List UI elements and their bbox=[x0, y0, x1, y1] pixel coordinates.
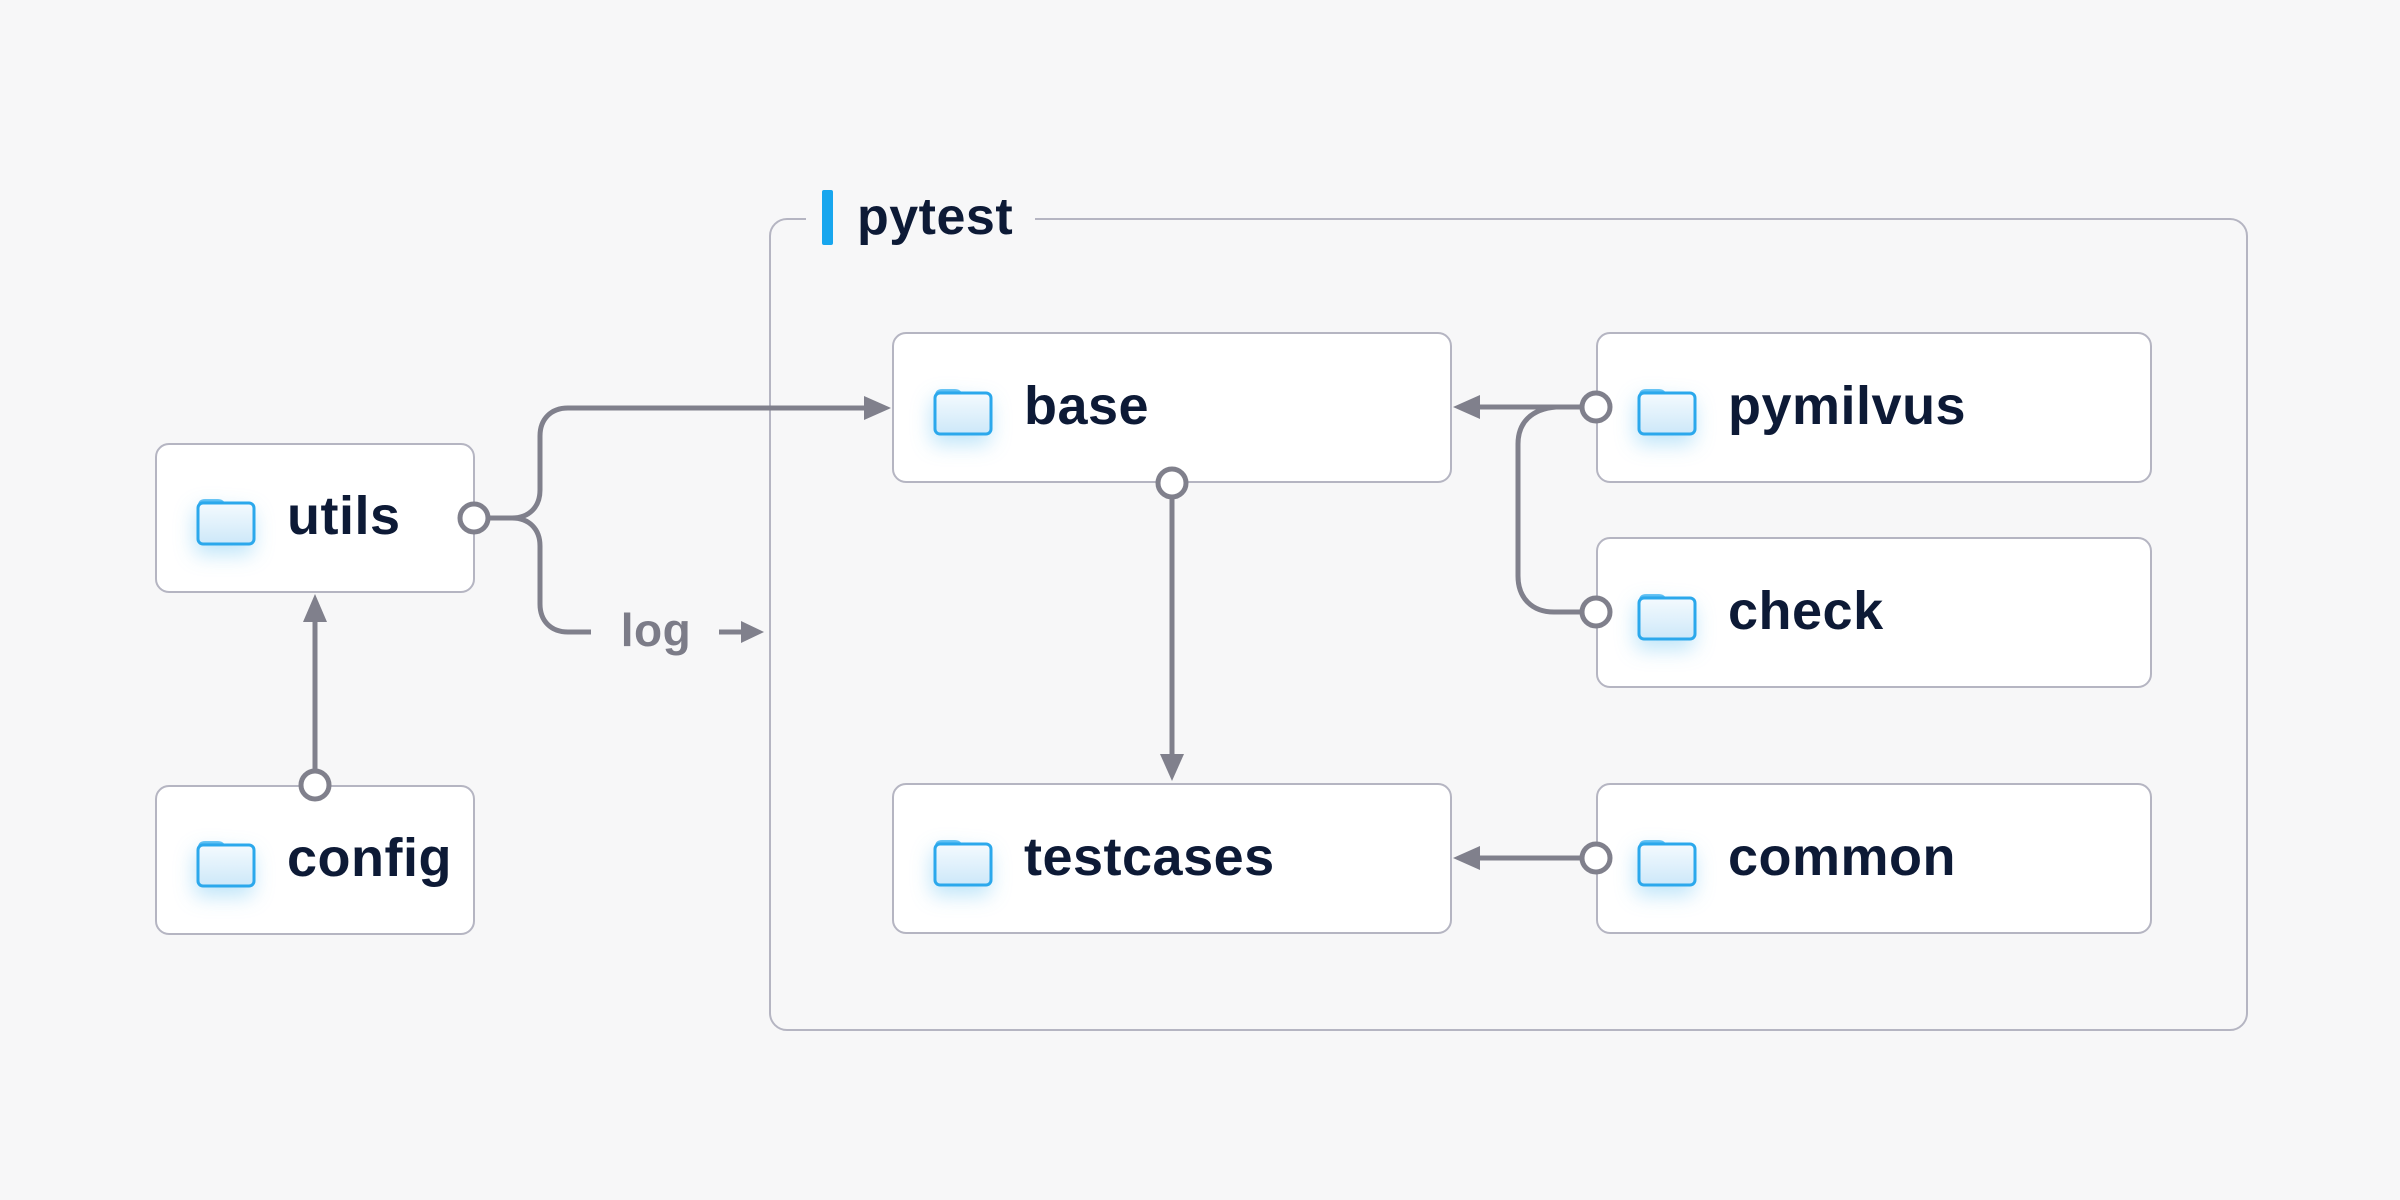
folder-icon bbox=[196, 841, 256, 888]
folder-icon bbox=[1637, 388, 1697, 435]
pytest-group-label-text: pytest bbox=[857, 188, 1014, 246]
folder-icon bbox=[196, 499, 256, 546]
node-label-base: base bbox=[1024, 375, 1150, 436]
node-label-pymilvus: pymilvus bbox=[1728, 375, 1967, 436]
node-check: check bbox=[1596, 537, 2152, 688]
folder-icon bbox=[1637, 593, 1697, 640]
folder-icon bbox=[1637, 839, 1697, 886]
node-common: common bbox=[1596, 783, 2152, 934]
node-label-check: check bbox=[1728, 580, 1884, 641]
edge-utils-log-line bbox=[511, 515, 591, 635]
node-testcases: testcases bbox=[892, 783, 1452, 934]
edge-config-utils-arrowhead bbox=[303, 594, 327, 622]
folder-icon bbox=[933, 388, 993, 435]
pytest-group-container bbox=[769, 218, 2248, 1031]
node-utils: utils bbox=[155, 443, 475, 593]
pytest-group-label: pytest bbox=[806, 186, 1036, 248]
folder-icon bbox=[933, 839, 993, 886]
edge-label-log: log bbox=[620, 604, 692, 656]
node-label-testcases: testcases bbox=[1024, 826, 1275, 887]
node-label-utils: utils bbox=[287, 486, 401, 546]
node-config: config bbox=[155, 785, 475, 935]
node-label-common: common bbox=[1728, 826, 1957, 887]
accent-bar bbox=[822, 189, 833, 245]
node-pymilvus: pymilvus bbox=[1596, 332, 2152, 483]
edge-log-arrowhead bbox=[741, 621, 764, 643]
node-label-config: config bbox=[287, 828, 452, 888]
node-base: base bbox=[892, 332, 1452, 483]
